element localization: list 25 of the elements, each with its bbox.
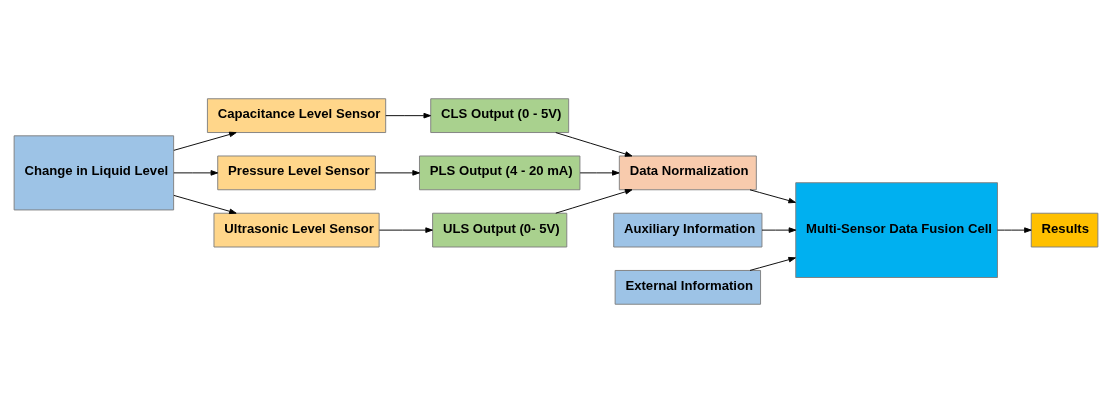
arrow xyxy=(579,170,620,176)
node-box: Pressure Level Sensor xyxy=(217,155,376,191)
node-box: PLS Output (4 - 20 mA) xyxy=(419,155,581,191)
arrow xyxy=(749,189,796,204)
node-box: Multi-Sensor Data Fusion Cell xyxy=(795,182,998,278)
node-box: CLS Output (0 - 5V) xyxy=(430,98,570,133)
arrow xyxy=(173,170,219,176)
node-box: Results xyxy=(1030,212,1099,248)
node-box: Capacitance Level Sensor xyxy=(206,98,387,133)
arrow xyxy=(749,256,796,271)
arrow xyxy=(555,132,633,157)
node-box: Data Normalization xyxy=(618,155,757,191)
arrow xyxy=(173,194,237,215)
arrow xyxy=(761,227,797,233)
arrow xyxy=(173,131,237,151)
arrow xyxy=(555,189,633,214)
arrow xyxy=(375,170,420,176)
arrow xyxy=(378,227,433,233)
arrow xyxy=(997,227,1032,233)
node-box: ULS Output (0- 5V) xyxy=(432,212,568,248)
node-box: External Information xyxy=(614,270,762,305)
node-box: Change in Liquid Level xyxy=(13,135,175,211)
node-box: Auxiliary Information xyxy=(613,212,763,248)
node-box: Ultrasonic Level Sensor xyxy=(213,212,380,248)
arrow xyxy=(385,112,431,119)
